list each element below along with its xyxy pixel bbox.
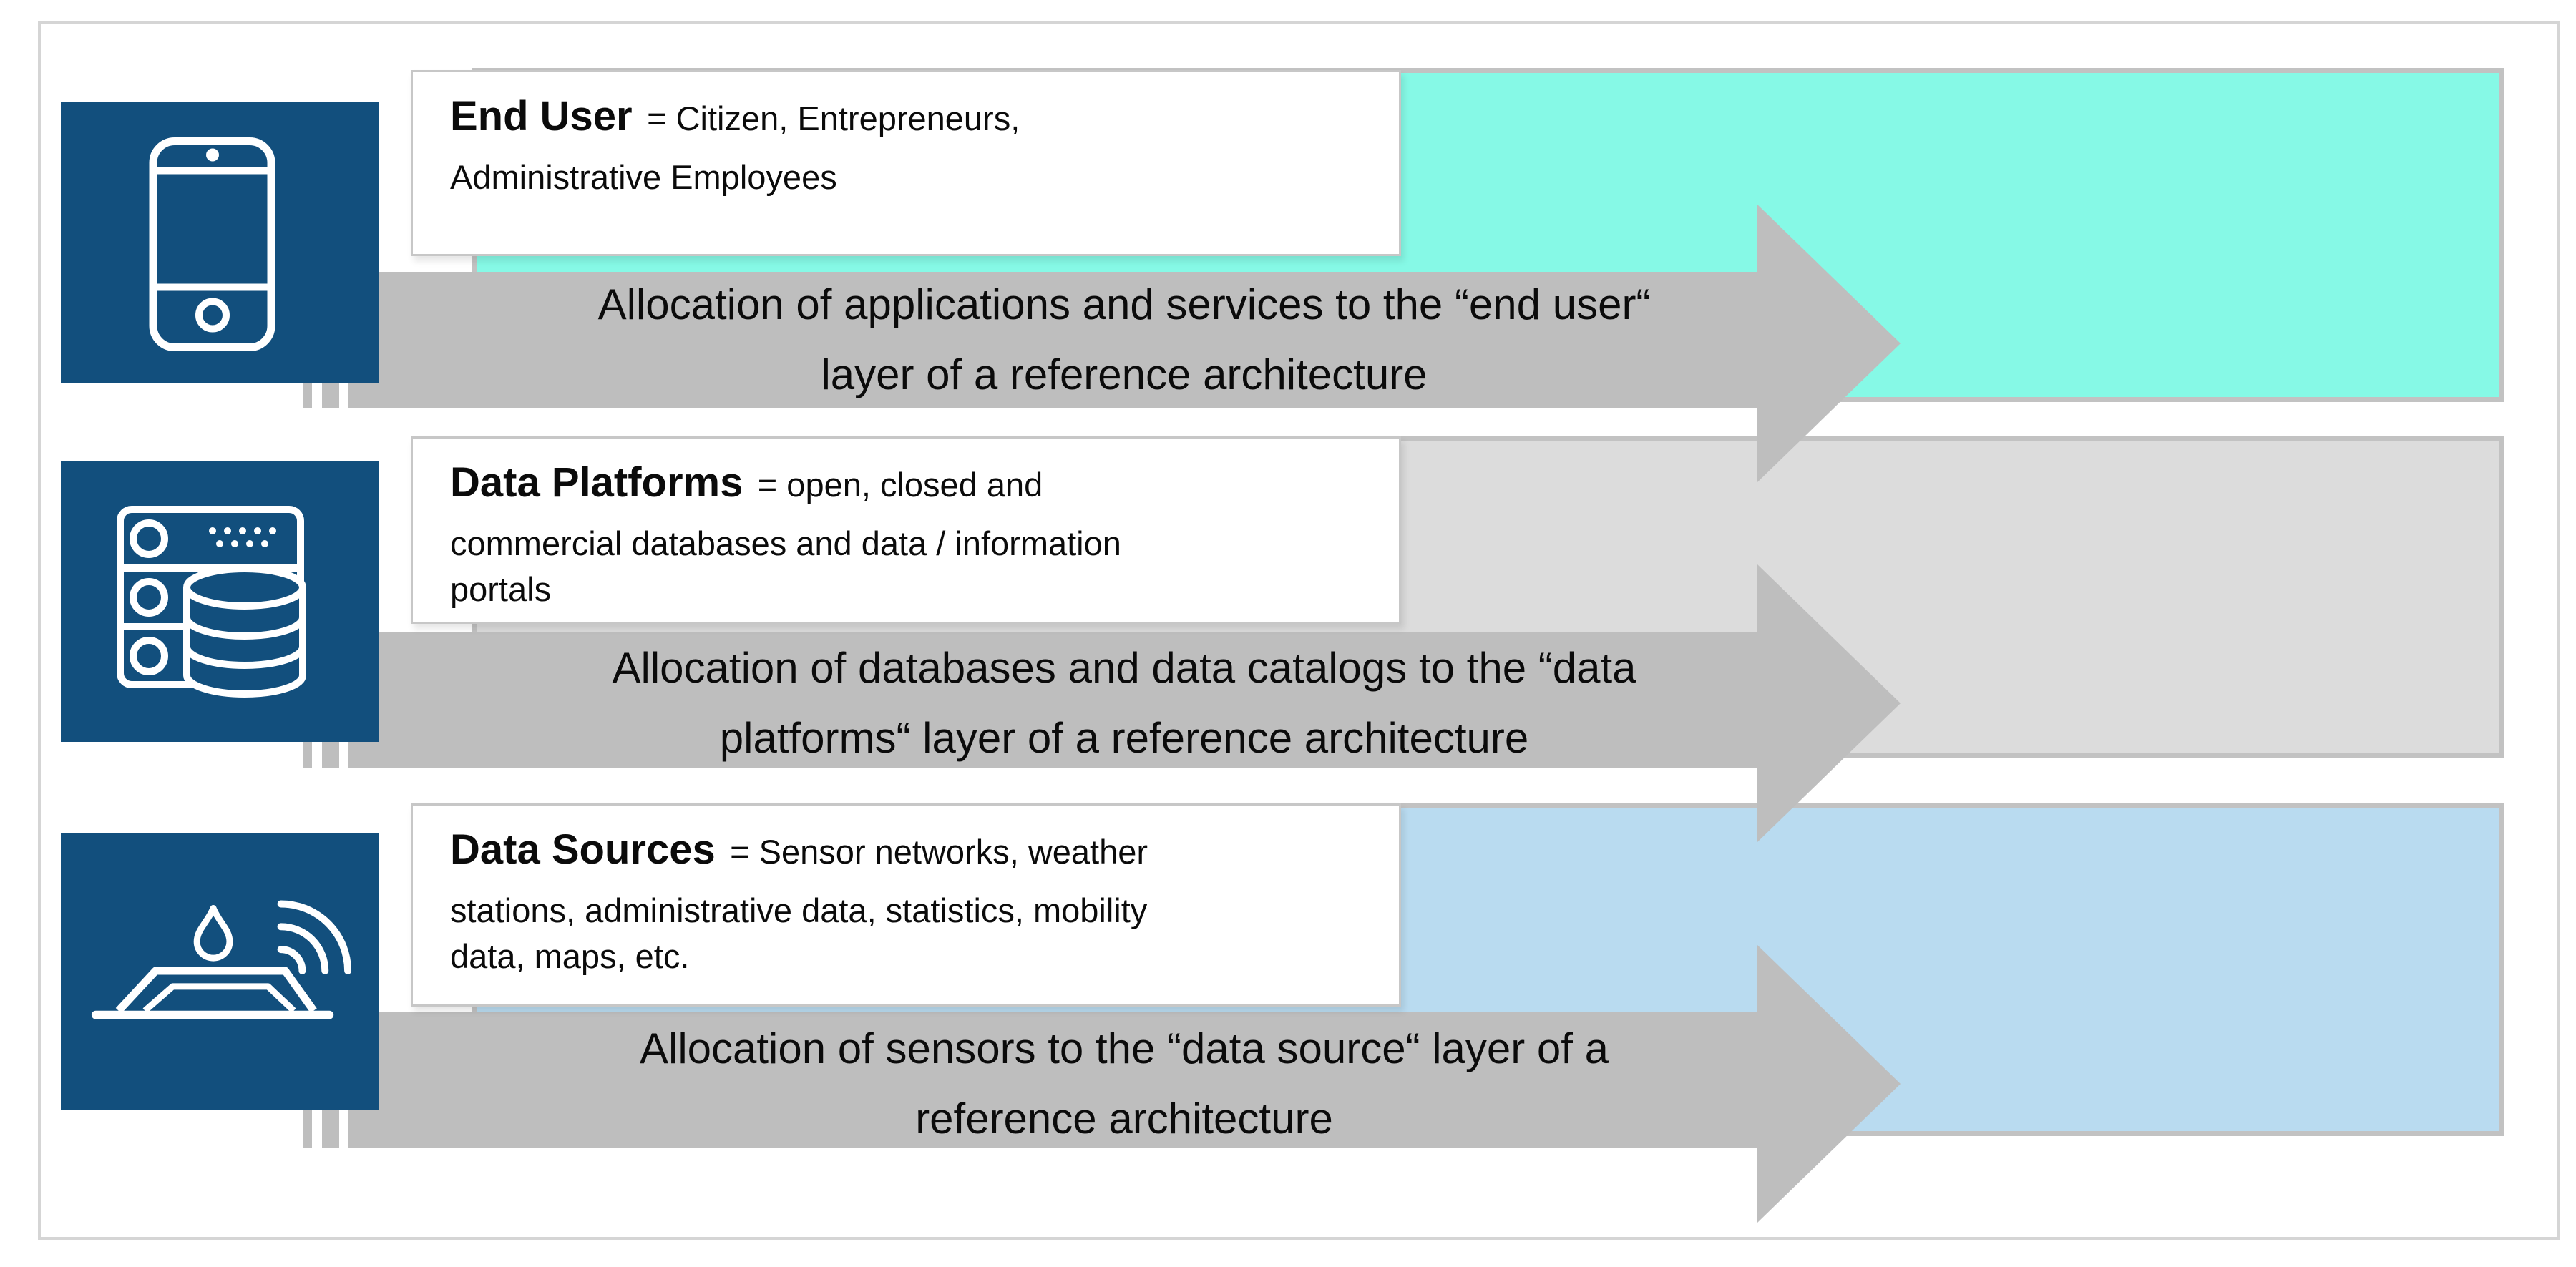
layer-definition: data, maps, etc. bbox=[450, 937, 690, 975]
caption-line: reference architecture bbox=[915, 1095, 1333, 1143]
data-sources-definition-box: Data Sources = Sensor networks, weather … bbox=[411, 803, 1401, 1007]
data-platforms-allocation-arrow-icon bbox=[303, 564, 1901, 843]
data-sources-icon-box bbox=[61, 833, 379, 1110]
layer-definition: commercial databases and data / informat… bbox=[450, 524, 1121, 562]
layer-title: End User bbox=[450, 93, 633, 140]
layer-definition: = Sensor networks, weather bbox=[730, 833, 1148, 871]
end-user-allocation-arrow-icon bbox=[303, 204, 1901, 483]
smartphone-icon bbox=[149, 137, 275, 351]
data-platforms-icon-box bbox=[61, 461, 379, 742]
definition-first-line: End User = Citizen, Entrepreneurs, bbox=[450, 89, 1373, 155]
end-user-definition-box: End User = Citizen, Entrepreneurs, Admin… bbox=[411, 70, 1401, 256]
layer-title: Data Platforms bbox=[450, 459, 743, 506]
end-user-arrow-caption: Allocation of applications and services … bbox=[348, 268, 1901, 411]
layer-definition: stations, administrative data, statistic… bbox=[450, 891, 1148, 929]
data-platforms-definition-box: Data Platforms = open, closed and commer… bbox=[411, 436, 1401, 624]
sensor-icon bbox=[91, 900, 352, 1019]
data-platforms-arrow-caption: Allocation of databases and data catalog… bbox=[348, 632, 1901, 775]
layer-definition: = open, closed and bbox=[757, 466, 1043, 504]
caption-line: Allocation of applications and services … bbox=[597, 280, 1651, 328]
caption-line: layer of a reference architecture bbox=[821, 351, 1428, 398]
data-sources-arrow-caption: Allocation of sensors to the “data sourc… bbox=[348, 1012, 1901, 1155]
layer-definition: = Citizen, Entrepreneurs, bbox=[647, 99, 1020, 137]
caption-line: Allocation of sensors to the “data sourc… bbox=[639, 1024, 1609, 1072]
layer-title: Data Sources bbox=[450, 826, 716, 873]
end-user-icon-box bbox=[61, 102, 379, 383]
server-database-icon bbox=[117, 506, 306, 698]
definition-first-line: Data Platforms = open, closed and bbox=[450, 456, 1373, 521]
caption-line: platforms“ layer of a reference architec… bbox=[719, 714, 1529, 762]
definition-first-line: Data Sources = Sensor networks, weather bbox=[450, 823, 1373, 888]
layer-definition: Administrative Employees bbox=[450, 158, 837, 196]
layer-definition: portals bbox=[450, 570, 552, 608]
caption-line: Allocation of databases and data catalog… bbox=[612, 644, 1636, 692]
